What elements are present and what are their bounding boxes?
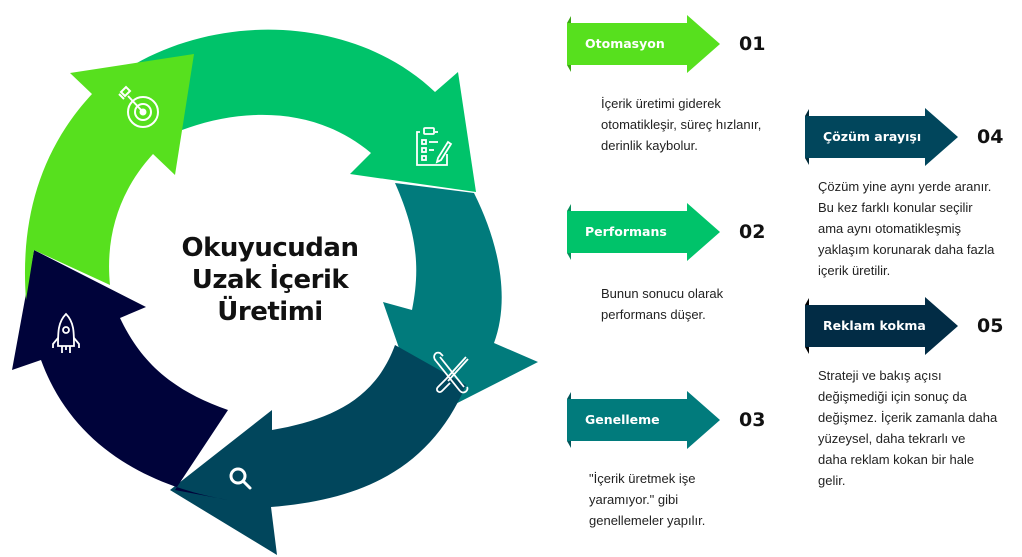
step-tag-04: Çözüm arayışı 04 — [805, 108, 1003, 166]
description-line: Bu kez farklı konular seçilir — [818, 200, 973, 215]
arrow-body — [567, 203, 720, 261]
step-label: Reklam kokma — [823, 318, 926, 333]
cycle-segment-performans — [135, 29, 476, 192]
cycle-segment-cozum — [170, 345, 466, 555]
step-description-01: İçerik üretimi giderek otomatikleşir, sür… — [601, 93, 761, 156]
step-arrow-shape — [567, 15, 720, 73]
description-line: yaklaşım korunarak daha fazla — [818, 242, 995, 257]
cycle-segment-reklam — [12, 250, 228, 500]
description-line: İçerik üretimi giderek — [601, 96, 721, 111]
rocket-icon — [52, 312, 80, 353]
description-line: Strateji ve bakış açısı — [818, 368, 942, 383]
arrow-body — [567, 391, 720, 449]
step-description-04: Çözüm yine aynı yerde aranır. Bu kez fark… — [818, 176, 994, 281]
description-line: derinlik kaybolur. — [601, 138, 698, 153]
arrow-fold — [805, 298, 809, 305]
description-line: yüzeysel, daha tekrarlı ve — [818, 431, 966, 446]
center-title: Okuyucudan Uzak İçerik Üretimi — [150, 232, 390, 328]
step-label: Performans — [585, 224, 667, 239]
description-line: "İçerik üretmek işe — [589, 471, 696, 486]
step-label: Genelleme — [585, 412, 660, 427]
description-line: performans düşer. — [601, 307, 706, 322]
center-title-line: Okuyucudan — [181, 233, 359, 263]
arrow-fold — [567, 253, 571, 260]
arrow-fold — [805, 158, 809, 165]
step-arrow-shape — [805, 108, 958, 166]
description-line: ama aynı otomatikleşmiş — [818, 221, 962, 236]
description-line: genellemeler yapılır. — [589, 513, 706, 528]
arrow-fold — [805, 347, 809, 354]
description-line: içerik üretilir. — [818, 263, 891, 278]
step-label: Çözüm arayışı — [823, 129, 922, 144]
wrench-screwdriver-icon — [433, 351, 469, 394]
arrow-fold — [567, 392, 571, 399]
step-description-03: "İçerik üretmek işe yaramıyor." gibi genel… — [589, 468, 705, 531]
arrow-fold — [567, 441, 571, 448]
step-number: 02 — [739, 221, 766, 243]
step-description-05: Strateji ve bakış açısı değişmediği için … — [818, 365, 997, 491]
step-tag-01: Otomasyon 01 — [567, 15, 765, 73]
arrow-body — [567, 15, 720, 73]
cycle-segment-otomasyon — [24, 54, 194, 300]
step-number: 05 — [977, 315, 1004, 337]
description-line: değişmediği için sonuç da — [818, 389, 967, 404]
arrow-body — [805, 297, 958, 355]
step-number: 04 — [977, 126, 1004, 148]
step-label: Otomasyon — [585, 36, 665, 51]
description-line: Bunun sonucu olarak — [601, 286, 724, 301]
step-tag-02: Performans 02 — [567, 203, 765, 261]
description-line: yaramıyor." gibi — [589, 492, 679, 507]
center-title-line: Üretimi — [217, 297, 323, 327]
step-number: 03 — [739, 409, 766, 431]
arrow-fold — [805, 109, 809, 116]
step-arrow-shape — [567, 391, 720, 449]
step-number: 01 — [739, 33, 766, 55]
cycle-diagram — [12, 29, 538, 555]
description-line: daha reklam kokan bir hale — [818, 452, 975, 467]
arrow-fold — [567, 65, 571, 72]
description-line: otomatikleşir, süreç hızlanır, — [601, 117, 762, 132]
clipboard-checklist-icon — [416, 127, 453, 166]
arrow-fold — [567, 16, 571, 23]
description-line: Çözüm yine aynı yerde aranır. — [818, 179, 992, 194]
target-icon — [118, 85, 159, 128]
step-arrow-shape — [805, 297, 958, 355]
center-title-line: Uzak İçerik — [191, 265, 349, 295]
description-line: değişmez. İçerik zamanla daha — [818, 410, 998, 425]
arrow-fold — [567, 204, 571, 211]
step-tag-05: Reklam kokma 05 — [805, 297, 1003, 355]
step-arrow-shape — [567, 203, 720, 261]
arrow-body — [805, 108, 958, 166]
step-description-02: Bunun sonucu olarak performans düşer. — [601, 283, 723, 325]
search-icon — [229, 467, 252, 490]
description-line: gelir. — [818, 473, 846, 488]
step-tag-03: Genelleme 03 — [567, 391, 765, 449]
